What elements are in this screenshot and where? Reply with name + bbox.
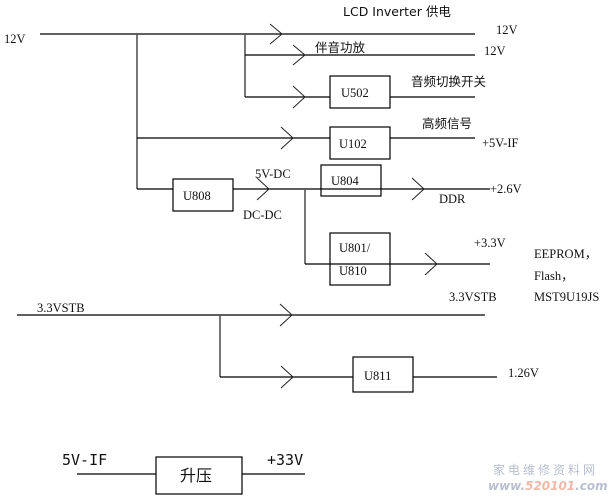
watermark: 家电维修资料网 www.520101.com	[488, 462, 608, 493]
ldo-output: +3.3V	[474, 236, 506, 250]
rf-signal-label: 高频信号	[422, 116, 472, 131]
block-boost	[155, 456, 243, 495]
branch-dcdc: U808 5V-DC DC-DC	[137, 167, 490, 264]
arrow-icon	[411, 177, 425, 201]
ddr-label: DDR	[439, 192, 466, 206]
block-u804	[320, 164, 382, 197]
block-u804-label: U804	[331, 174, 360, 188]
dcdc-bottom-label: DC-DC	[243, 208, 282, 222]
block-u801-label: U801/	[339, 241, 371, 255]
ldo-load-mst: MST9U19JS	[534, 290, 599, 304]
arrow-icon	[280, 126, 294, 150]
rail-33vstb: 3.3VSTB	[17, 301, 485, 377]
branch-audio-switch: U502 音频切换开关	[245, 74, 486, 109]
arrow-icon	[292, 44, 306, 66]
block-u810-label: U810	[339, 264, 367, 278]
block-u102	[329, 126, 391, 160]
branch-boost: 5V-IF 升压 +33V	[62, 451, 305, 495]
ldo-load-eeprom: EEPROM，	[534, 247, 597, 261]
arrow-icon	[269, 23, 283, 45]
arrow-icon	[424, 252, 438, 276]
block-u808-label: U808	[183, 189, 211, 203]
lcd-inverter-output: 12V	[496, 23, 518, 37]
block-u102-label: U102	[339, 137, 367, 151]
core-output: 1.26V	[508, 366, 539, 380]
arrow-icon	[280, 365, 294, 389]
block-u811-label: U811	[364, 369, 391, 383]
dcdc-top-label: 5V-DC	[255, 167, 291, 181]
branch-lcd-inverter: LCD Inverter 供电 12V	[269, 4, 518, 45]
branch-ldo-33v: U801/ U810 +3.3V 3.3VSTB EEPROM， Flash， …	[305, 232, 599, 304]
arrow-icon	[256, 177, 270, 201]
branch-rf-signal: U102 高频信号 +5V-IF	[137, 116, 519, 160]
block-u801-u810	[329, 232, 391, 286]
block-u811	[352, 356, 414, 393]
audio-switch-label: 音频切换开关	[411, 74, 486, 89]
branch-audio-amp: 伴音功放 12V	[245, 40, 506, 66]
branch-ddr: U804 DDR +2.6V	[320, 164, 522, 206]
lcd-inverter-label: LCD Inverter 供电	[343, 4, 451, 19]
input-33vstb-label: 3.3VSTB	[37, 301, 85, 315]
audio-amp-output: 12V	[484, 44, 506, 58]
watermark-prefix: www.	[488, 479, 525, 493]
block-u808	[172, 178, 234, 212]
input-12v-label: 12V	[4, 32, 26, 46]
watermark-accent: 520101	[525, 479, 575, 493]
block-u502	[329, 75, 391, 109]
ddr-output: +2.6V	[490, 182, 522, 196]
watermark-line1: 家电维修资料网	[493, 462, 598, 477]
watermark-line2: www.520101.com	[488, 479, 608, 493]
audio-amp-label: 伴音功放	[315, 40, 366, 55]
boost-output: +33V	[267, 451, 303, 469]
boost-input-label: 5V-IF	[62, 451, 107, 469]
block-u502-label: U502	[341, 86, 369, 100]
arrow-icon	[292, 85, 306, 109]
rail-12v: 12V	[4, 32, 475, 189]
arrow-icon	[279, 303, 293, 327]
branch-core: U811 1.26V	[220, 356, 539, 393]
ldo-stb-label: 3.3VSTB	[449, 290, 497, 304]
ldo-load-flash: Flash，	[534, 269, 574, 283]
rf-signal-output: +5V-IF	[482, 136, 519, 150]
block-boost-label: 升压	[180, 466, 212, 485]
watermark-suffix: .com	[575, 479, 607, 493]
